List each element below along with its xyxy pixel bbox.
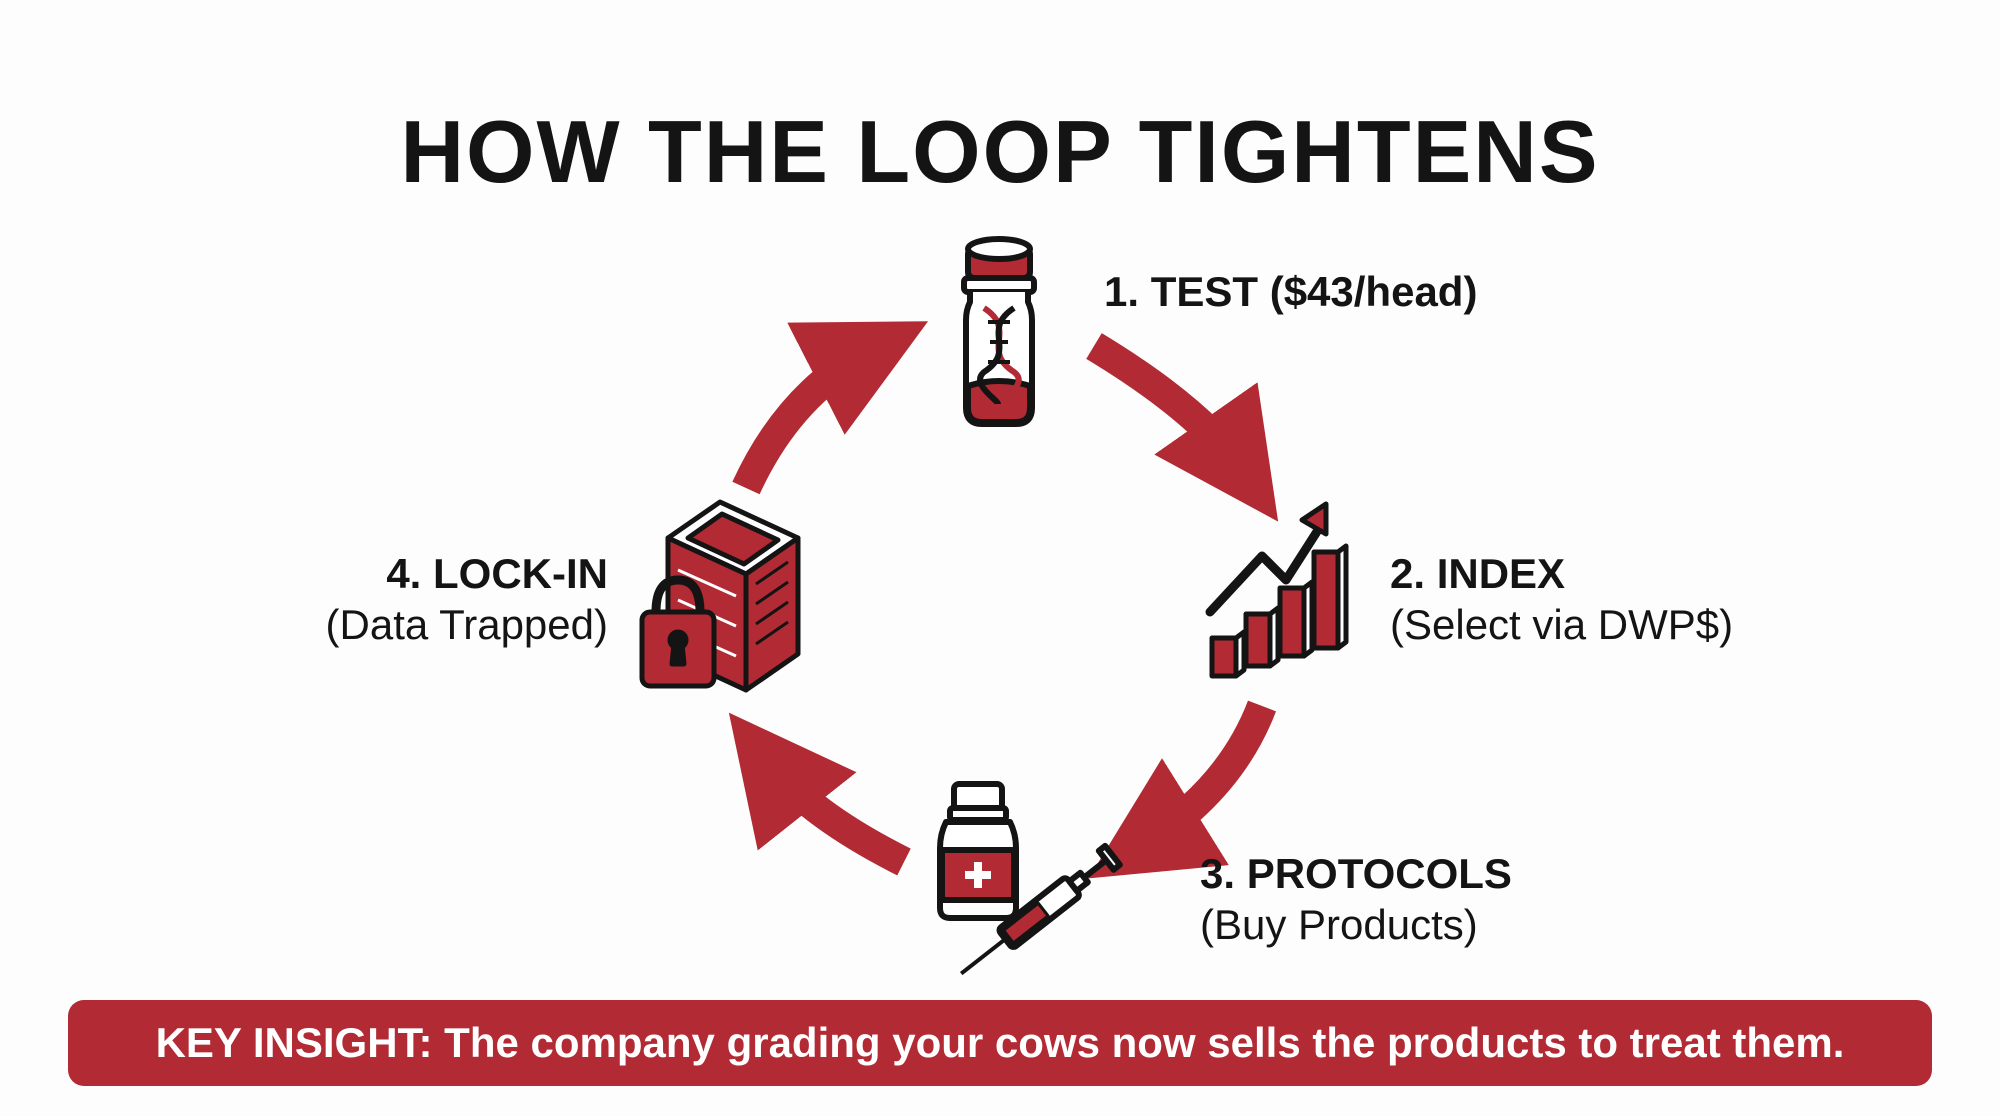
key-insight-banner: KEY INSIGHT: The company grading your co… xyxy=(68,1000,1932,1086)
step-test-heading: 1. TEST ($43/head) xyxy=(1104,268,1478,315)
step-protocols-label: 3. PROTOCOLS (Buy Products) xyxy=(1200,848,1512,950)
step-lockin-heading: 4. LOCK-IN xyxy=(386,550,608,597)
bar-chart-arrow-icon xyxy=(1205,501,1349,679)
step-index-label: 2. INDEX (Select via DWP$) xyxy=(1390,548,1733,650)
step-lockin-subtitle: (Data Trapped) xyxy=(325,601,608,649)
dna-vial-icon xyxy=(961,236,1037,427)
medicine-bottle-syringe-icon xyxy=(937,781,1123,976)
step-index-subtitle: (Select via DWP$) xyxy=(1390,601,1734,649)
cycle-arrow-index-to-protocols xyxy=(1088,700,1277,879)
cycle-arrow-test-to-index xyxy=(1086,333,1279,522)
step-protocols-subtitle: (Buy Products) xyxy=(1200,901,1478,949)
step-lockin-label: 4. LOCK-IN (Data Trapped) xyxy=(200,548,608,650)
step-test-label: 1. TEST ($43/head) xyxy=(1104,266,1477,317)
key-insight-text: KEY INSIGHT: The company grading your co… xyxy=(155,1019,1845,1066)
server-padlock-icon xyxy=(639,499,801,693)
step-protocols-heading: 3. PROTOCOLS xyxy=(1200,850,1512,897)
page-title: HOW THE LOOP TIGHTENS xyxy=(400,102,1600,201)
cycle-arrow-protocols-to-lockin xyxy=(728,712,911,876)
step-index-heading: 2. INDEX xyxy=(1390,550,1566,597)
cycle-arrow-lockin-to-test xyxy=(732,321,929,495)
